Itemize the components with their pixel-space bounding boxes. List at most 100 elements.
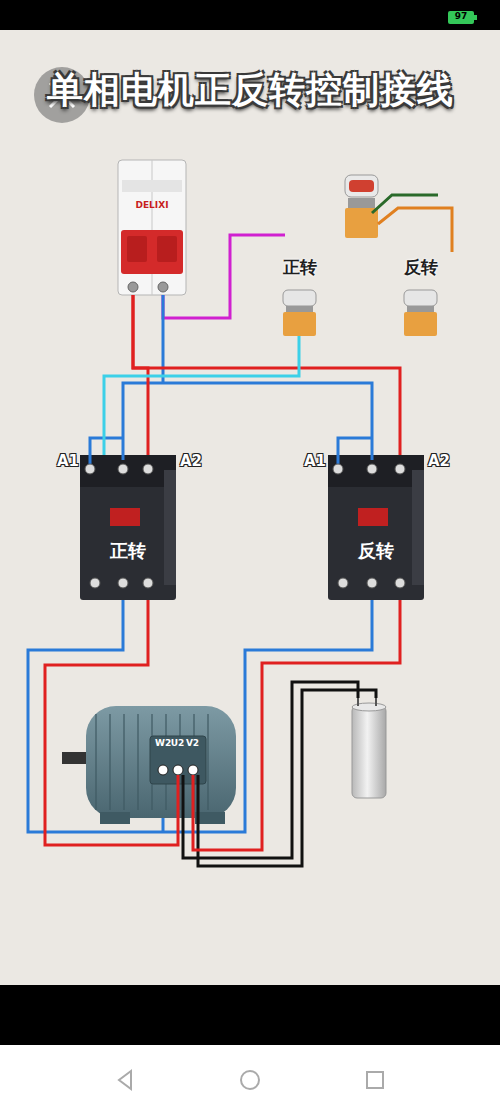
contactor: 正转 — [77, 455, 179, 600]
contactor-body — [164, 470, 176, 585]
battery-level: 97 — [448, 11, 474, 21]
push-button — [283, 312, 316, 336]
breaker-symbol — [127, 236, 147, 262]
contactor-body — [412, 470, 424, 585]
contactor: 反转 — [325, 455, 427, 600]
nav-bar — [0, 985, 500, 1111]
nav-bar — [241, 1071, 259, 1089]
wire — [193, 600, 400, 850]
motor-symbol — [123, 714, 125, 810]
contactor-label: 正转 — [77, 539, 179, 563]
motor-symbol — [95, 714, 97, 810]
motor-symbol — [86, 706, 236, 818]
power-wire — [90, 438, 372, 466]
breaker-symbol — [128, 282, 138, 292]
breaker-symbol — [121, 230, 183, 274]
breaker-symbol — [157, 236, 177, 262]
circuit-breaker-label: DELIXI — [115, 200, 189, 210]
push-button — [404, 290, 437, 306]
capacitor-symbol — [352, 698, 386, 798]
capacitor-symbol — [375, 698, 377, 706]
push-button-label: 反转 — [396, 256, 446, 279]
push-button: 反转 — [396, 256, 446, 336]
push-button-label: 正转 — [275, 256, 325, 279]
capacitor-symbol — [352, 706, 386, 798]
nav-bar — [0, 1045, 500, 1111]
contactor-body — [110, 508, 140, 526]
stop-button — [348, 198, 375, 208]
terminal-screw — [143, 578, 153, 588]
terminal-label: U2 — [170, 738, 185, 748]
wire — [104, 336, 299, 455]
contactor-body — [80, 455, 424, 600]
nav-bar — [367, 1072, 383, 1088]
coil-terminal: A1 — [56, 452, 80, 470]
push-button — [283, 290, 316, 306]
stop-button — [378, 208, 452, 252]
capacitor-wire — [198, 690, 376, 866]
terminal-screw — [143, 464, 153, 474]
motor-symbol — [178, 775, 193, 830]
motor-symbol — [62, 706, 236, 830]
motor-symbol — [173, 765, 183, 775]
terminal-screw — [395, 578, 405, 588]
control-wire — [163, 235, 285, 318]
push-button — [407, 306, 434, 312]
motor: W2U2V2 — [60, 690, 242, 830]
push-button — [286, 306, 313, 312]
control-wire — [163, 235, 285, 318]
power-wire — [28, 600, 372, 832]
terminal-label: W2 — [155, 738, 170, 748]
terminal-screw — [367, 578, 377, 588]
stop-button — [345, 175, 452, 252]
motor-symbol — [158, 765, 168, 775]
status-bar — [0, 0, 500, 30]
push-button — [283, 290, 437, 336]
breaker-symbol — [118, 160, 186, 295]
capacitor-symbol — [357, 698, 359, 706]
breaker-symbol — [118, 160, 186, 295]
contactor-body — [80, 455, 176, 600]
motor-symbol — [100, 812, 130, 824]
terminal-screw — [367, 464, 377, 474]
contactor-body — [80, 455, 176, 487]
contactor-body — [358, 508, 388, 526]
push-button: 正转 — [275, 256, 325, 336]
stop-button — [372, 195, 438, 213]
nav-bar — [0, 985, 500, 1045]
motor-symbol — [137, 714, 139, 810]
status-bar — [474, 15, 477, 20]
terminal-label: V2 — [185, 738, 200, 748]
terminal-screw — [333, 464, 343, 474]
status-bar — [0, 0, 500, 30]
motor-symbol — [62, 752, 90, 764]
capacitor-wire — [183, 682, 358, 858]
terminal-screw — [118, 464, 128, 474]
wire — [45, 600, 178, 845]
circuit-breaker: DELIXI — [115, 160, 189, 295]
breaker-symbol — [122, 180, 182, 192]
terminal-screw — [85, 464, 405, 588]
contactor-label: 反转 — [325, 539, 427, 563]
coil-terminal: A2 — [179, 452, 203, 470]
power-wire — [28, 295, 372, 832]
push-button — [404, 312, 437, 336]
title: 单相电机正反转控制接线 — [0, 66, 500, 115]
nav-bar — [119, 1071, 131, 1089]
coil-terminal: A2 — [427, 452, 451, 470]
terminal-screw — [90, 578, 100, 588]
motor-symbol — [188, 765, 198, 775]
contactor-body — [328, 455, 424, 600]
status-bar — [448, 11, 474, 24]
terminal-screw — [118, 578, 128, 588]
capacitor-wire — [183, 682, 376, 866]
stop-button — [345, 175, 378, 197]
stop-button — [349, 180, 374, 192]
motor-symbol — [109, 714, 111, 810]
motor-symbol — [96, 714, 208, 810]
